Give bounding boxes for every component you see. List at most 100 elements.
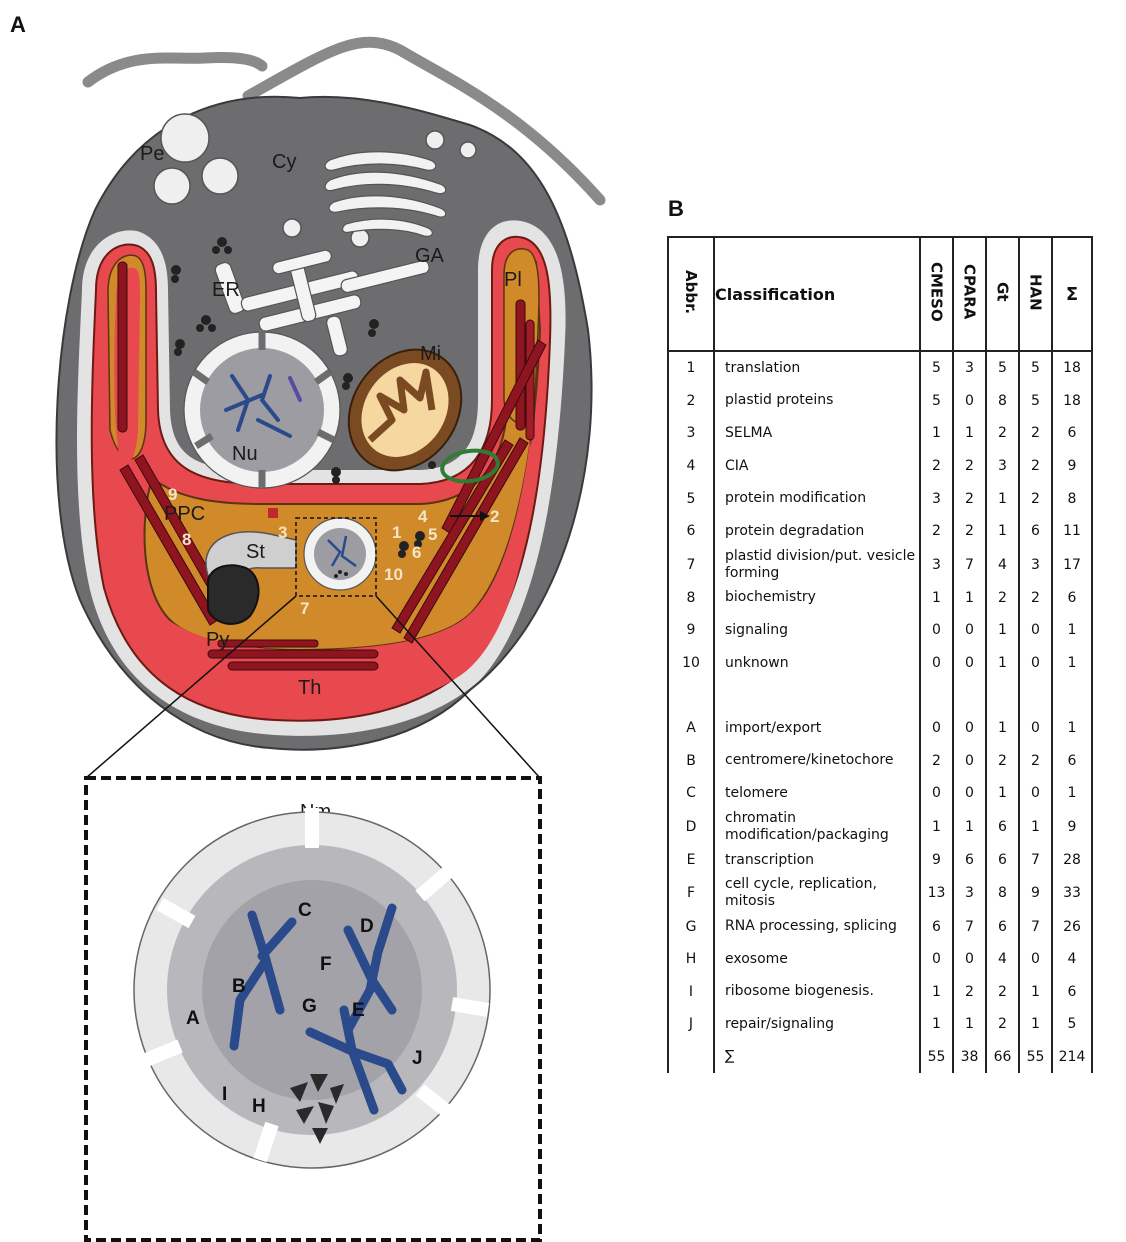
label-nu: Nu bbox=[232, 443, 258, 465]
row-abbr bbox=[668, 1041, 714, 1074]
nucleus-letter-e: E bbox=[352, 1000, 365, 1021]
value-sum: 33 bbox=[1052, 876, 1092, 910]
row-abbr: B bbox=[668, 745, 714, 778]
row-abbr: 4 bbox=[668, 450, 714, 483]
value-cmeso: 0 bbox=[920, 712, 953, 745]
header-cpara: CPARA bbox=[953, 237, 986, 351]
value-han: 7 bbox=[1019, 910, 1052, 943]
row-abbr: 2 bbox=[668, 385, 714, 418]
value-cmeso: 3 bbox=[920, 482, 953, 515]
header-cmeso: CMESO bbox=[920, 237, 953, 351]
value-cpara: 7 bbox=[953, 910, 986, 943]
row-classification: CIA bbox=[714, 450, 920, 483]
value-gt: 4 bbox=[986, 943, 1019, 976]
value-han: 2 bbox=[1019, 482, 1052, 515]
ppc-number-3: 3 bbox=[278, 523, 287, 542]
table-spacer-row bbox=[668, 679, 1092, 712]
value-cpara: 2 bbox=[953, 515, 986, 548]
row-classification: import/export bbox=[714, 712, 920, 745]
value-cpara: 38 bbox=[953, 1041, 986, 1074]
value-han: 2 bbox=[1019, 582, 1052, 615]
spacer-cell bbox=[953, 679, 986, 712]
value-han: 6 bbox=[1019, 515, 1052, 548]
label-mi: Mi bbox=[420, 343, 441, 365]
spacer-cell bbox=[920, 679, 953, 712]
row-classification: telomere bbox=[714, 777, 920, 810]
row-abbr: J bbox=[668, 1008, 714, 1041]
value-han: 1 bbox=[1019, 1008, 1052, 1041]
value-cmeso: 0 bbox=[920, 943, 953, 976]
value-gt: 4 bbox=[986, 548, 1019, 582]
label-pl: Pl bbox=[504, 269, 522, 291]
value-sum: 6 bbox=[1052, 745, 1092, 778]
value-cpara: 0 bbox=[953, 745, 986, 778]
value-cpara: 1 bbox=[953, 582, 986, 615]
row-classification: ∑ bbox=[714, 1041, 920, 1074]
header-gt: Gt bbox=[986, 237, 1019, 351]
table-body: 1translation5355182plastid proteins50851… bbox=[668, 351, 1092, 1073]
row-classification: signaling bbox=[714, 614, 920, 647]
row-abbr: 1 bbox=[668, 351, 714, 385]
row-classification: ribosome biogenesis. bbox=[714, 976, 920, 1009]
value-cmeso: 1 bbox=[920, 1008, 953, 1041]
row-abbr: F bbox=[668, 876, 714, 910]
value-sum: 1 bbox=[1052, 712, 1092, 745]
value-cpara: 3 bbox=[953, 876, 986, 910]
value-gt: 1 bbox=[986, 777, 1019, 810]
value-sum: 1 bbox=[1052, 647, 1092, 680]
value-sum: 11 bbox=[1052, 515, 1092, 548]
value-cpara: 0 bbox=[953, 943, 986, 976]
value-gt: 66 bbox=[986, 1041, 1019, 1074]
value-sum: 5 bbox=[1052, 1008, 1092, 1041]
value-cpara: 2 bbox=[953, 482, 986, 515]
label-er: ER bbox=[212, 279, 240, 301]
table-row: 2plastid proteins508518 bbox=[668, 385, 1092, 418]
value-cmeso: 2 bbox=[920, 515, 953, 548]
value-gt: 8 bbox=[986, 385, 1019, 418]
label-ppc: PPC bbox=[164, 503, 205, 525]
value-cmeso: 0 bbox=[920, 614, 953, 647]
value-sum: 4 bbox=[1052, 943, 1092, 976]
row-abbr: E bbox=[668, 844, 714, 877]
label-ga: GA bbox=[415, 245, 445, 267]
header-han: HAN bbox=[1019, 237, 1052, 351]
row-abbr: A bbox=[668, 712, 714, 745]
value-han: 0 bbox=[1019, 647, 1052, 680]
pyrenoid bbox=[208, 565, 259, 624]
nucleus-letter-c: C bbox=[298, 900, 312, 921]
ppc-number-8: 8 bbox=[182, 530, 191, 549]
nucleus-letter-i: I bbox=[222, 1084, 227, 1105]
value-sum: 6 bbox=[1052, 976, 1092, 1009]
row-abbr: G bbox=[668, 910, 714, 943]
row-classification: plastid division/put. vesicle forming bbox=[714, 548, 920, 582]
value-sum: 8 bbox=[1052, 482, 1092, 515]
value-cmeso: 5 bbox=[920, 385, 953, 418]
row-classification: unknown bbox=[714, 647, 920, 680]
value-sum: 18 bbox=[1052, 351, 1092, 385]
row-abbr: I bbox=[668, 976, 714, 1009]
spacer-cell bbox=[714, 679, 920, 712]
row-classification: translation bbox=[714, 351, 920, 385]
value-sum: 26 bbox=[1052, 910, 1092, 943]
label-py: Py bbox=[206, 629, 229, 651]
ppc-number-1: 1 bbox=[392, 523, 401, 542]
table-row: Bcentromere/kinetochore20226 bbox=[668, 745, 1092, 778]
value-gt: 6 bbox=[986, 844, 1019, 877]
spacer-cell bbox=[668, 679, 714, 712]
value-cmeso: 6 bbox=[920, 910, 953, 943]
value-gt: 2 bbox=[986, 1008, 1019, 1041]
value-cmeso: 9 bbox=[920, 844, 953, 877]
row-abbr: 7 bbox=[668, 548, 714, 582]
nucleus-letter-j: J bbox=[412, 1048, 423, 1069]
value-sum: 6 bbox=[1052, 582, 1092, 615]
spacer-cell bbox=[986, 679, 1019, 712]
value-cpara: 0 bbox=[953, 777, 986, 810]
value-sum: 9 bbox=[1052, 810, 1092, 844]
table-row: Aimport/export00101 bbox=[668, 712, 1092, 745]
table-row: 5protein modification32128 bbox=[668, 482, 1092, 515]
